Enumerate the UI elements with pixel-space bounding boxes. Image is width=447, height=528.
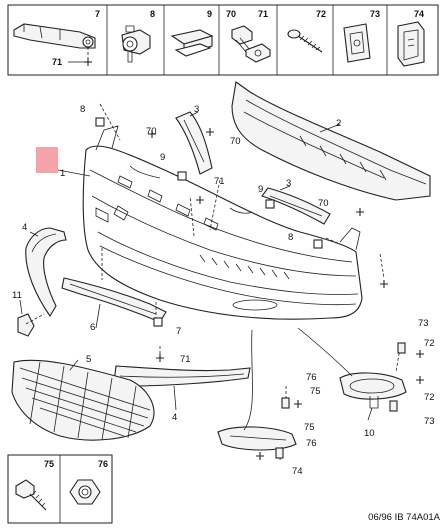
callout-2: 2 [336,118,341,129]
part-73-clip-nut: 73 [343,9,380,63]
part-74-clip: 74 [397,9,425,67]
side-bracket-upper [175,111,213,175]
front-bumper-cover [82,125,363,320]
callout-73: 73 [418,318,429,329]
part-72-screw: 72 [287,9,326,53]
callout-75: 75 [310,386,321,397]
part-76-nut: 76 [69,459,108,505]
lower-grille [11,359,155,441]
part-label: 8 [150,9,155,19]
callout-70: 70 [230,136,241,147]
callout-71: 71 [180,354,191,365]
fog-lamp-assembly [339,372,407,409]
callout-76: 76 [306,372,317,383]
callout-72: 72 [424,338,435,349]
part-70-71-bolt: 70 71 [226,9,271,63]
side-guide-left [25,227,67,318]
bumper-reinforcement-beam [231,81,431,201]
callout-5: 5 [86,354,91,365]
part-label: 74 [414,9,424,19]
bottom-parts-strip: 75 76 [7,454,113,524]
part-9-clip: 9 [170,9,214,57]
callout-72: 72 [424,392,435,403]
part-8-clip: 8 [121,9,155,63]
diagram-reference-code: 06/96 IB 74A01A [368,512,440,523]
callout-76: 76 [306,438,317,449]
callout-1: 1 [60,168,65,179]
callout-4: 4 [172,412,177,423]
callout-11: 11 [12,290,22,301]
tow-eye-cover [17,313,45,337]
leader-lines [19,103,401,461]
callout-8: 8 [80,104,85,115]
part-label: 7 [95,9,100,19]
callout-9: 9 [258,184,263,195]
part-label: 72 [316,9,326,19]
side-bracket-lower [261,187,331,225]
part-label: 71 [258,9,268,19]
callout-labels: 1 2 3 3 4 4 5 6 7 8 8 9 9 10 11 70 70 70… [12,104,435,477]
callout-3: 3 [286,178,291,189]
part-label: 70 [226,9,236,19]
callout-74: 74 [292,466,303,477]
callout-7: 7 [176,326,181,337]
highlight-marker [36,147,58,173]
top-parts-strip: 7 71 8 9 70 [7,4,439,76]
part-label: 71 [52,57,62,67]
callout-70: 70 [318,198,329,209]
part-75-bolt: 75 [15,459,54,511]
callout-4: 4 [22,222,27,233]
callout-75: 75 [304,422,315,433]
callout-73: 73 [424,416,435,427]
part-label: 75 [44,459,54,469]
callout-8: 8 [288,232,293,243]
callout-9: 9 [160,152,165,163]
part-7-bracket: 7 71 [13,9,100,67]
fog-lamp-bracket [217,426,297,451]
part-label: 9 [207,9,212,19]
callout-3: 3 [194,104,199,115]
callout-71: 71 [214,176,225,187]
fixing-markers [95,117,424,460]
lower-trim-strip [113,365,251,387]
callout-6: 6 [90,322,95,333]
part-label: 73 [370,9,380,19]
callout-70: 70 [146,126,157,137]
part-label: 76 [98,459,108,469]
callout-10: 10 [364,428,375,439]
